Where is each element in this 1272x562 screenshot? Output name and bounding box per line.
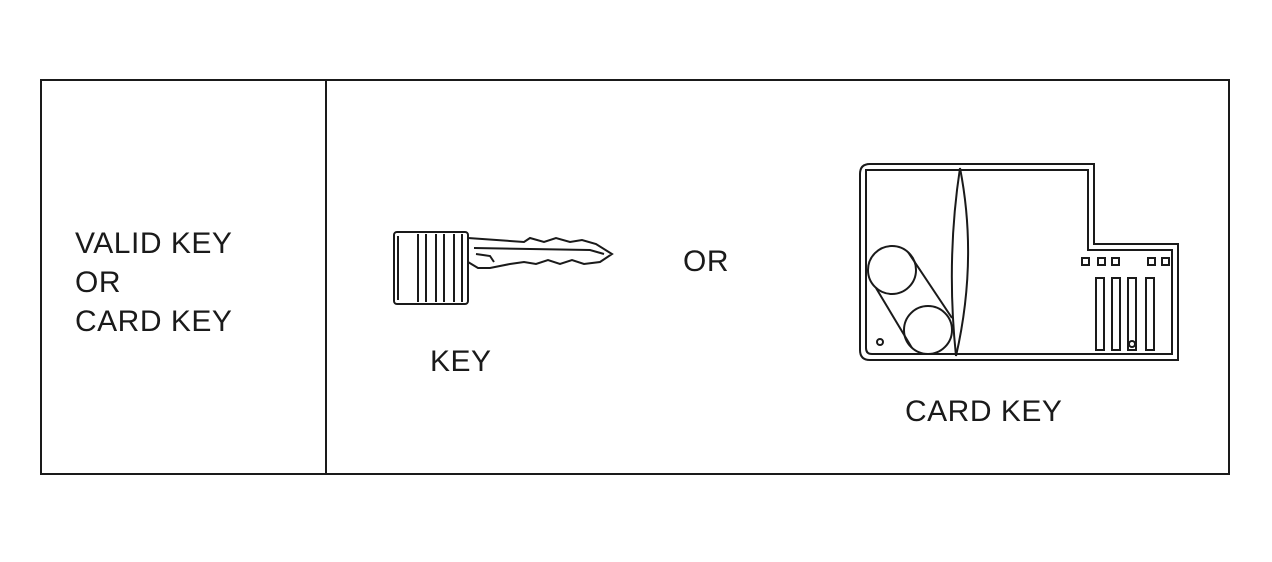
key-illustration [393, 231, 614, 305]
condition-line-2: OR [75, 266, 121, 299]
condition-table: VALID KEY OR CARD KEY [40, 79, 1230, 475]
condition-cell: VALID KEY OR CARD KEY [42, 81, 327, 473]
condition-line-3: CARD KEY [75, 305, 233, 338]
condition-line-1: VALID KEY [75, 227, 233, 260]
condition-text: VALID KEY OR CARD KEY [75, 224, 232, 341]
key-label: KEY [430, 345, 492, 378]
card-key-illustration [859, 163, 1179, 361]
or-label: OR [683, 245, 729, 278]
card-key-label: CARD KEY [905, 395, 1063, 428]
